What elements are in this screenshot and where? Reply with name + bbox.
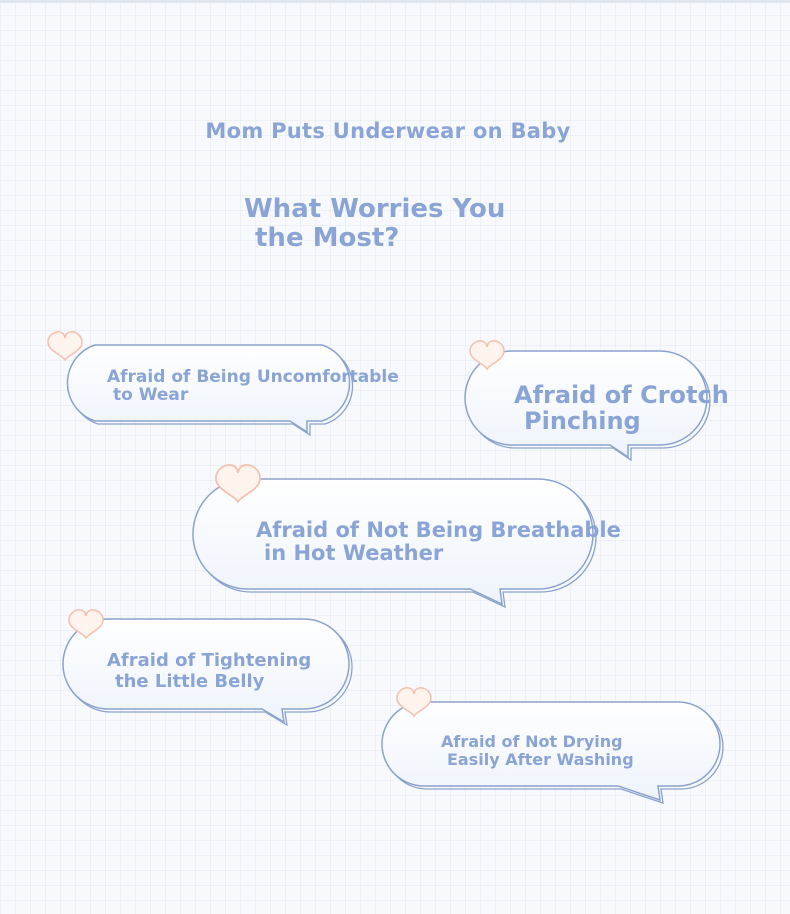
speech-bubble-3 (192, 464, 597, 609)
bubble-5-line-2: Easily After Washing (447, 750, 634, 769)
bubble-3-text: Afraid of Not Being Breathable in Hot We… (256, 519, 621, 565)
bubble-3-line-1: Afraid of Not Being Breathable (256, 518, 621, 542)
bubble-3-line-2: in Hot Weather (264, 541, 444, 565)
page-title: Mom Puts Underwear on Baby (205, 119, 571, 143)
bubble-2-text: Afraid of Crotch Pinching (514, 382, 729, 434)
bubble-1-text: Afraid of Being Uncomfortable to Wear (107, 368, 399, 404)
bubble-1-line-1: Afraid of Being Uncomfortable (107, 367, 399, 387)
speech-bubble-2 (464, 340, 711, 462)
bubble-2-line-2: Pinching (524, 407, 641, 435)
bubble-1-line-2: to Wear (113, 385, 189, 405)
bubble-4-line-2: the Little Belly (115, 671, 265, 692)
top-divider (0, 0, 790, 3)
question-line-2: the Most? (255, 223, 400, 253)
bubble-2-line-1: Afraid of Crotch (514, 381, 729, 409)
question-heading: What Worries You the Most? (244, 195, 505, 253)
speech-bubble-1 (47, 331, 354, 437)
bubble-5-text: Afraid of Not Drying Easily After Washin… (441, 733, 634, 769)
bubble-4-text: Afraid of Tightening the Little Belly (107, 650, 311, 692)
bubble-5-line-1: Afraid of Not Drying (441, 732, 623, 751)
bubble-4-line-1: Afraid of Tightening (107, 650, 312, 671)
heart-icon (47, 331, 83, 361)
speech-bubble-5 (381, 687, 724, 804)
question-line-1: What Worries You (244, 194, 506, 224)
speech-bubble-4 (62, 609, 353, 727)
